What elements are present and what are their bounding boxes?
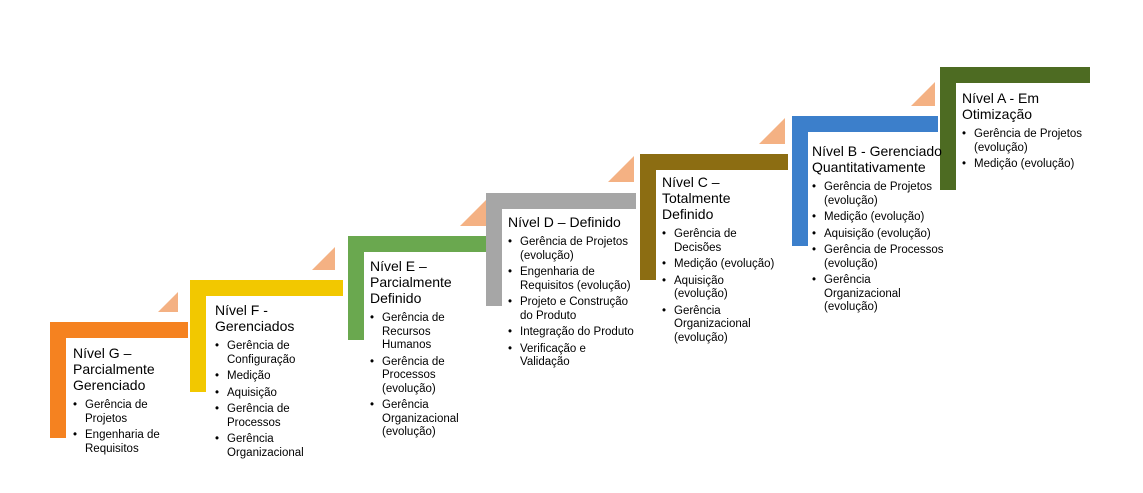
step-f-top-bar	[190, 280, 343, 392]
level-a-title: Nível A - Em Otimização	[962, 90, 1040, 122]
level-a-item: Gerência de Projetos (evolução)	[962, 128, 1102, 155]
step-g-shape	[50, 292, 188, 438]
step-c-arrow	[759, 118, 785, 144]
level-c-card: Nível C – Totalmente Definido Gerência d…	[662, 174, 780, 348]
level-e-item: Gerência Organizacional (evolução)	[370, 399, 480, 440]
step-c-shape	[640, 118, 788, 280]
level-c-item: Gerência Organizacional (evolução)	[662, 305, 780, 346]
level-f-item: Medição	[215, 370, 335, 384]
level-c-title: Nível C – Totalmente Definido	[662, 174, 731, 222]
level-g-card: Nível G – Parcialmente Gerenciado Gerênc…	[73, 345, 185, 459]
level-d-item: Gerência de Projetos (evolução)	[508, 236, 636, 263]
level-c-items: Gerência de Decisões Medição (evolução) …	[662, 228, 780, 345]
step-c-top-bar	[640, 154, 788, 280]
step-a-shape	[940, 67, 1090, 190]
step-f-arrow	[312, 247, 335, 270]
level-e-item: Gerência de Processos (evolução)	[370, 356, 480, 397]
level-d-card: Nível D – Definido Gerência de Projetos …	[508, 214, 636, 373]
step-b-shape	[792, 82, 938, 246]
level-e-item: Gerência de Recursos Humanos	[370, 312, 480, 353]
level-a-items: Gerência de Projetos (evolução) Medição …	[962, 128, 1102, 172]
step-d-shape	[486, 156, 636, 306]
step-d-top-bar	[486, 193, 636, 306]
level-d-item: Engenharia de Requisitos (evolução)	[508, 266, 636, 293]
level-b-title: Nível B - Gerenciado Quantitativamente	[812, 143, 942, 175]
level-d-title: Nível D – Definido	[508, 214, 621, 230]
level-c-item: Gerência de Decisões	[662, 228, 780, 255]
level-b-item: Aquisição (evolução)	[812, 228, 944, 242]
level-f-title: Nível F - Gerenciados	[215, 302, 295, 334]
level-f-item: Gerência de Configuração	[215, 340, 335, 367]
step-e-arrow	[460, 200, 486, 226]
step-f-shape	[190, 247, 343, 392]
level-c-item: Medição (evolução)	[662, 258, 780, 272]
level-a-item: Medição (evolução)	[962, 158, 1102, 172]
step-g-arrow	[158, 292, 178, 312]
level-d-items: Gerência de Projetos (evolução) Engenhar…	[508, 236, 636, 370]
level-a-card: Nível A - Em Otimização Gerência de Proj…	[962, 90, 1102, 175]
level-e-title: Nível E – Parcialmente Definido	[370, 258, 452, 306]
level-b-item: Gerência de Projetos (evolução)	[812, 181, 944, 208]
step-a-top-bar	[940, 67, 1090, 190]
level-f-item: Gerência Organizacional	[215, 433, 335, 460]
level-b-item: Gerência Organizacional (evolução)	[812, 274, 944, 315]
level-g-items: Gerência de Projetos Engenharia de Requi…	[73, 399, 185, 456]
step-d-arrow	[608, 156, 634, 182]
level-g-title: Nível G – Parcialmente Gerenciado	[73, 345, 155, 393]
level-e-card: Nível E – Parcialmente Definido Gerência…	[370, 258, 480, 443]
step-g-top-bar	[50, 322, 188, 438]
level-b-item: Gerência de Processos (evolução)	[812, 244, 944, 271]
level-g-item: Gerência de Projetos	[73, 399, 185, 426]
level-d-item: Verificação e Validação	[508, 343, 636, 370]
step-e-top-bar	[348, 236, 498, 340]
level-g-item: Engenharia de Requisitos	[73, 429, 185, 456]
level-f-item: Aquisição	[215, 387, 335, 401]
step-e-shape	[348, 200, 498, 340]
level-b-items: Gerência de Projetos (evolução) Medição …	[812, 181, 944, 315]
level-b-card: Nível B - Gerenciado Quantitativamente G…	[812, 143, 944, 318]
level-d-item: Projeto e Construção do Produto	[508, 296, 636, 323]
level-f-card: Nível F - Gerenciados Gerência de Config…	[215, 302, 335, 463]
step-b-top-bar	[792, 116, 938, 246]
level-b-item: Medição (evolução)	[812, 211, 944, 225]
level-f-items: Gerência de Configuração Medição Aquisiç…	[215, 340, 335, 460]
level-c-item: Aquisição (evolução)	[662, 275, 780, 302]
step-b-arrow	[911, 82, 935, 106]
level-d-item: Integração do Produto	[508, 326, 636, 340]
level-f-item: Gerência de Processos	[215, 403, 335, 430]
level-e-items: Gerência de Recursos Humanos Gerência de…	[370, 312, 480, 440]
